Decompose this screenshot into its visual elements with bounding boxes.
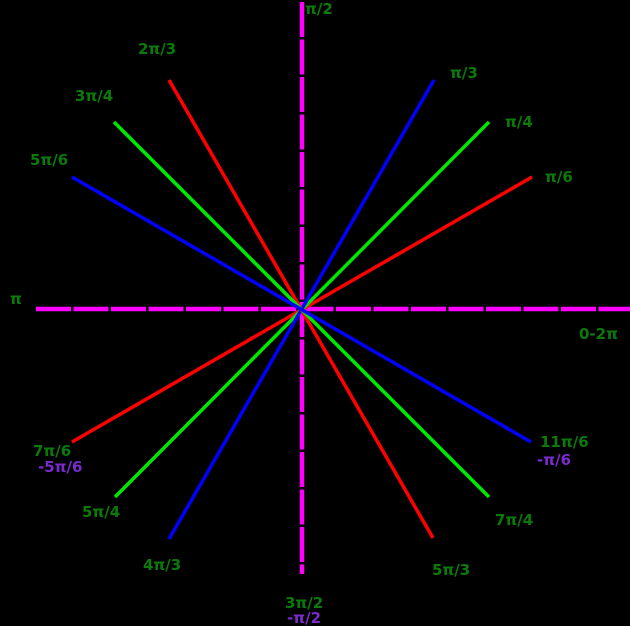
- label-pi-over-4: π/4: [505, 113, 533, 131]
- label-5pi-over-4: 5π/4: [82, 503, 121, 521]
- label-neg-5pi-over-6: -5π/6: [38, 458, 83, 476]
- label-5pi-over-6: 5π/6: [30, 151, 69, 169]
- label-pi-over-6: π/6: [545, 168, 573, 186]
- label-pi-over-2: π/2: [305, 0, 333, 18]
- label-3pi-over-2: 3π/2: [285, 594, 324, 612]
- angle-line-5pi6-11pi6: [71, 175, 532, 444]
- axes-group: [36, 2, 630, 574]
- label-pi: π: [10, 290, 22, 308]
- label-7pi-over-6: 7π/6: [33, 442, 72, 460]
- label-neg-pi-over-2: -π/2: [287, 609, 322, 626]
- label-3pi-over-4: 3π/4: [75, 87, 114, 105]
- label-5pi-over-3: 5π/3: [432, 561, 471, 579]
- label-11pi-over-6: 11π/6: [540, 433, 589, 451]
- label-2pi-over-3: 2π/3: [138, 40, 177, 58]
- label-7pi-over-4: 7π/4: [495, 511, 534, 529]
- label-pi-over-3: π/3: [450, 64, 478, 82]
- label-4pi-over-3: 4π/3: [143, 556, 182, 574]
- label-neg-pi-over-6: -π/6: [537, 451, 572, 469]
- angle-lines-group: [71, 79, 533, 540]
- label-0-to-2pi: 0-2π: [579, 325, 618, 343]
